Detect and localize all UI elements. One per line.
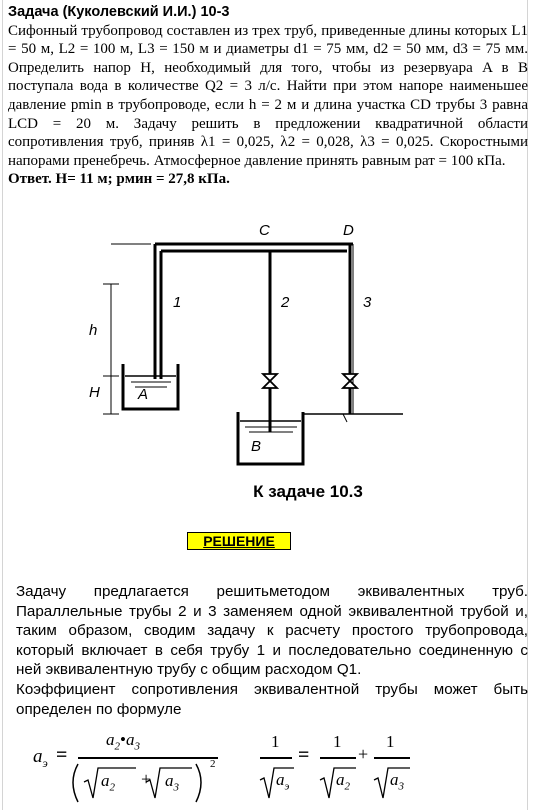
label-tank-b: B: [251, 438, 262, 455]
siphon-schematic: [103, 242, 403, 466]
label-pipe-2: 2: [281, 294, 290, 311]
rhs-den-3: a3: [390, 770, 404, 793]
problem-text: Сифонный трубопровод составлен из трех т…: [8, 22, 528, 169]
rhs-den-2: a2: [336, 770, 350, 793]
formula-block: aэ = a2•a3 a2 + a3 2 1 aэ = 1 a2 + 1 a3: [28, 730, 528, 810]
answer-text: Ответ. H= 11 м; pмин = 27,8 кПа.: [8, 171, 230, 188]
label-tank-a: A: [138, 386, 149, 403]
solution-text: Задачу предлагается решитьметодом эквива…: [16, 582, 528, 719]
label-point-d: D: [343, 222, 354, 239]
problem-title: Задача (Куколевский И.И.) 10-3: [8, 4, 230, 20]
rhs-plus: +: [358, 744, 369, 764]
denominator-term-1: a2: [101, 771, 115, 794]
denominator-term-2: a3: [165, 771, 179, 794]
label-pipe-3: 3: [363, 294, 372, 311]
label-dimension-h: h: [89, 322, 98, 339]
label-pipe-1: 1: [173, 294, 182, 311]
label-dimension-H: H: [89, 384, 100, 401]
label-point-c: C: [259, 222, 270, 239]
denominator-power: 2: [210, 758, 216, 770]
siphon-diagram: C D 1 2 3 A B h H К задаче 10.3: [63, 222, 483, 514]
solution-para-1-first-line: Задачу предлагается решитьметодом эквива…: [16, 583, 528, 600]
fraction-bar-4: [374, 757, 410, 759]
radical-signs: [259, 767, 410, 799]
rhs-num-1: 1: [271, 732, 280, 751]
formula-equals-1: =: [56, 744, 68, 766]
problem-statement: Задача (Куколевский И.И.) 10-3 Сифонный …: [8, 3, 528, 189]
formula-equals-2: =: [298, 744, 310, 766]
formula-numerator: a2•a3: [106, 730, 140, 753]
rhs-num-2: 1: [333, 732, 342, 751]
fraction-bar-1: [78, 757, 218, 759]
solution-para-2: Коэффициент сопротивления эквивалентной …: [16, 680, 528, 718]
solution-heading: РЕШЕНИЕ: [187, 532, 291, 550]
rhs-den-1: aэ: [276, 770, 290, 793]
solution-para-1: Параллельные трубы 2 и 3 заменяем одной …: [16, 602, 528, 679]
formula-lhs: aэ: [33, 746, 48, 770]
rhs-num-3: 1: [386, 732, 395, 751]
denominator-brackets: [72, 763, 202, 803]
fraction-bar-3: [320, 757, 356, 759]
valve-icon: [260, 373, 360, 389]
figure-caption: К задаче 10.3: [253, 482, 363, 501]
fraction-bar-2: [260, 757, 292, 759]
denominator-plus: +: [141, 769, 152, 789]
